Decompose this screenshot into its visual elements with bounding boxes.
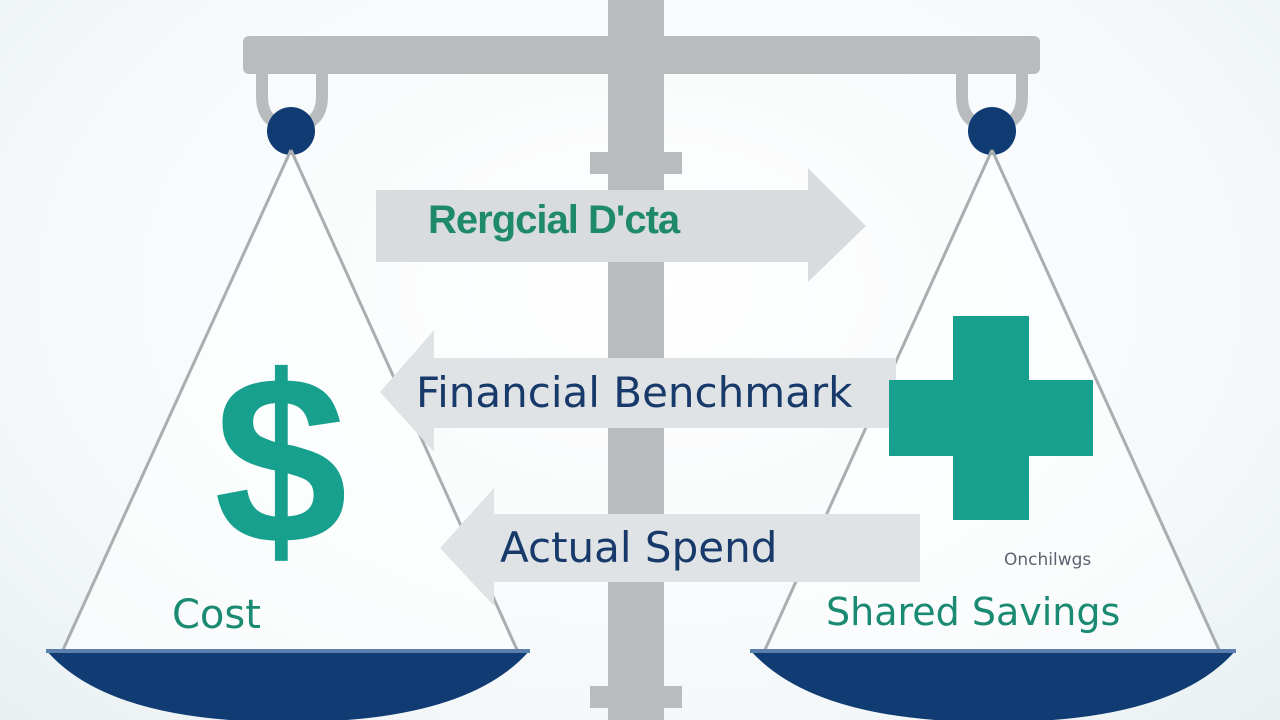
medical-cross-icon [889,316,1093,520]
left-pan-string-left [60,149,293,653]
bottom-arrow [440,488,920,606]
middle-arrow-label: Financial Benchmark [416,368,853,417]
right-pivot [968,107,1016,155]
pillar-collar [590,152,682,174]
left-pan [46,650,530,720]
watermark-text: Onchilwgs [1004,550,1092,570]
right-pan-label: Shared Savings [826,590,1121,634]
scale-beam [243,36,1040,74]
top-arrow-label: Rergcial D'cta [428,198,680,242]
left-pan-cone [62,150,518,652]
middle-arrow [380,330,896,452]
bottom-arrow-label: Actual Spend [500,523,778,572]
left-pivot [267,107,315,155]
right-pan-string-right [990,149,1222,653]
left-pan-label: Cost [172,592,261,638]
dollar-sign-icon: $ [214,326,348,594]
right-pan [750,650,1236,720]
pillar-base-collar [590,686,682,708]
top-arrow [376,168,866,282]
